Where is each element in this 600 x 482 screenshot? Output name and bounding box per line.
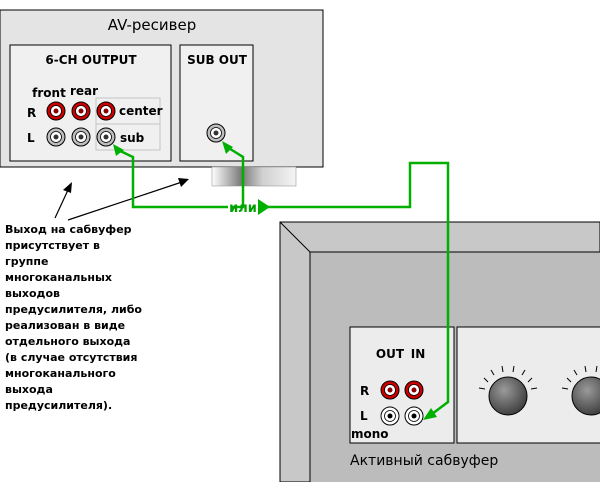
row-l-label: L bbox=[27, 131, 35, 145]
frequency-knob-icon bbox=[561, 365, 600, 416]
connection-wires bbox=[117, 145, 450, 415]
sub-jack bbox=[96, 127, 116, 147]
sub-input-panel bbox=[349, 326, 455, 444]
active-subwoofer: OUT IN R L mono bbox=[279, 221, 600, 482]
arrow-sub-in-icon bbox=[423, 408, 437, 420]
wire-to-subwoofer bbox=[264, 161, 450, 415]
arrow-sub-jack-icon bbox=[113, 144, 124, 156]
center-label: center bbox=[119, 104, 163, 118]
rear-r-jack bbox=[71, 101, 91, 121]
in-r-jack bbox=[404, 380, 424, 400]
out-l-jack bbox=[380, 406, 400, 426]
in-label: IN bbox=[411, 347, 426, 361]
center-jack bbox=[96, 101, 116, 121]
sub-row-l-label: L bbox=[360, 409, 368, 423]
mono-label: mono bbox=[351, 427, 389, 441]
sub-out-header: SUB OUT bbox=[187, 53, 248, 67]
row-r-label: R bbox=[27, 106, 36, 120]
wire-from-sub-out bbox=[226, 145, 245, 209]
out-label: OUT bbox=[376, 347, 405, 361]
subwoofer-output-note: Выход на сабвуфер присутствует в группе … bbox=[5, 223, 142, 412]
wire-from-sub-jack bbox=[117, 148, 228, 209]
arrow-merge-icon bbox=[258, 199, 270, 215]
level-knob-icon bbox=[478, 365, 538, 416]
receiver-title: AV-ресивер bbox=[108, 16, 196, 34]
av-receiver: AV-ресивер 6-CH OUTPUT front rear R L ce… bbox=[0, 9, 324, 187]
receiver-stand bbox=[211, 166, 297, 187]
sub-out-jack bbox=[206, 123, 226, 143]
sub-row-r-label: R bbox=[360, 384, 369, 398]
front-l-jack bbox=[46, 127, 66, 147]
front-label: front bbox=[32, 86, 66, 100]
rear-label: rear bbox=[70, 84, 98, 98]
in-l-jack bbox=[404, 406, 424, 426]
rear-l-jack bbox=[71, 127, 91, 147]
or-label: или bbox=[229, 201, 257, 216]
annotation-arrows bbox=[54, 178, 189, 221]
subwoofer-title: Активный сабвуфер bbox=[350, 453, 498, 469]
six-ch-header: 6-CH OUTPUT bbox=[45, 53, 137, 67]
out-r-jack bbox=[380, 380, 400, 400]
wire-arrowheads bbox=[113, 141, 437, 420]
sub-label: sub bbox=[120, 131, 145, 145]
arrow-sub-out-icon bbox=[222, 141, 233, 154]
front-r-jack bbox=[46, 101, 66, 121]
